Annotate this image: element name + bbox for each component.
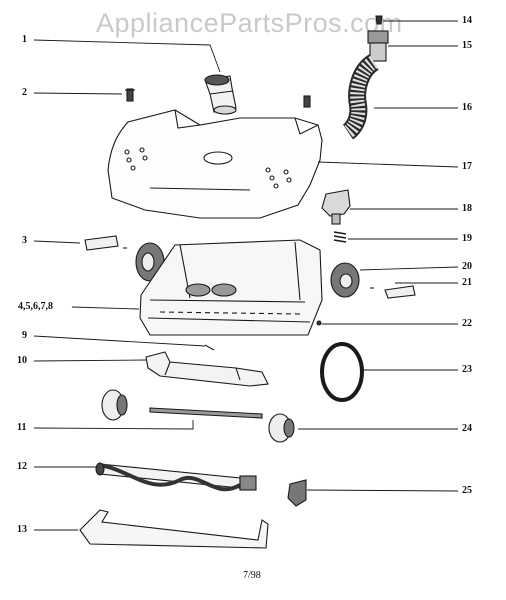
hose — [342, 54, 380, 140]
watermark-logo: AppliancePartsPros.com — [96, 8, 403, 38]
hose-connector — [367, 30, 389, 62]
callout-14: 14 — [462, 15, 472, 26]
callout-22: 22 — [462, 318, 472, 329]
callout-13: 13 — [17, 524, 27, 535]
bumper — [79, 509, 269, 549]
axle — [370, 285, 416, 299]
callout-16: 16 — [462, 102, 472, 113]
leader-lines — [33, 20, 459, 531]
roller — [268, 413, 295, 443]
hose-coupling — [204, 74, 237, 115]
callout-11: 11 — [17, 422, 27, 433]
callout-20: 20 — [462, 261, 472, 272]
callout-19: 19 — [462, 233, 472, 244]
base-housing — [139, 239, 323, 336]
callout-25: 25 — [462, 485, 472, 496]
brushroll — [95, 462, 257, 492]
callout-9: 9 — [22, 330, 27, 341]
cap — [375, 15, 383, 25]
callout-12: 12 — [17, 461, 27, 472]
callout-1: 1 — [22, 34, 27, 45]
axle — [84, 235, 127, 251]
callout-23: 23 — [462, 364, 472, 375]
callout-10: 10 — [17, 355, 27, 366]
callout-18: 18 — [462, 203, 472, 214]
callout-17: 17 — [462, 161, 472, 172]
screw — [125, 88, 135, 102]
spring — [333, 231, 347, 243]
callout-3: 3 — [22, 235, 27, 246]
drive-belt — [320, 342, 364, 402]
page-date-code: 7/98 — [243, 570, 261, 581]
callout-2: 2 — [22, 87, 27, 98]
bumper-bracket — [287, 479, 307, 507]
callout-4-8: 4,5,6,7,8 — [18, 301, 53, 312]
wheel — [330, 262, 360, 298]
callout-15: 15 — [462, 40, 472, 51]
screw — [303, 95, 311, 108]
hood-cover — [107, 109, 323, 219]
roller — [101, 389, 128, 421]
screw — [316, 320, 322, 326]
pedal — [321, 189, 351, 225]
clip — [204, 344, 215, 351]
callout-21: 21 — [462, 277, 472, 288]
bottom-plate — [145, 351, 269, 387]
rod — [149, 407, 263, 419]
callout-24: 24 — [462, 423, 472, 434]
